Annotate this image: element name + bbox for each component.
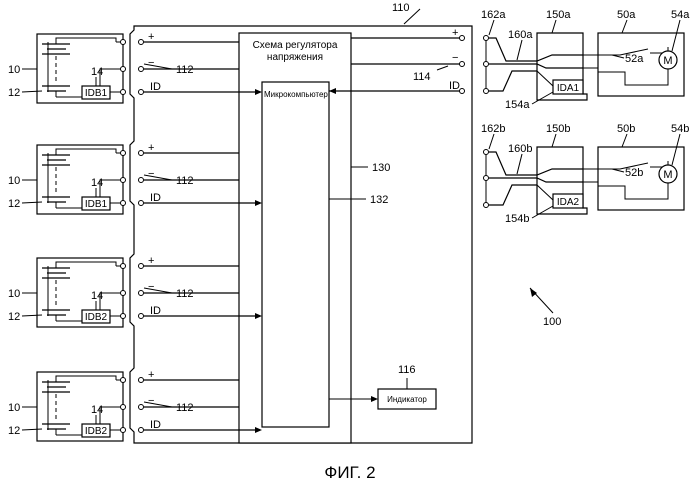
- adapter-chip-ref: 154a: [505, 99, 530, 111]
- charge-port-ref: 112: [176, 64, 194, 76]
- output-id-label: ID: [449, 80, 460, 92]
- adapter-term-ref: 162a: [481, 9, 506, 21]
- tool-ref: 50b: [617, 123, 635, 135]
- battery-chip-ref: 14: [91, 66, 103, 78]
- battery-id-chip-label: IDB2: [85, 426, 108, 437]
- charge-id-label: ID: [150, 192, 161, 204]
- regulator-ref: 130: [372, 162, 390, 174]
- battery-cell-ref: 12: [8, 198, 20, 210]
- microcomputer-box: [262, 82, 329, 427]
- switch-ref: 52a: [625, 53, 644, 65]
- adapter-wire-ref: 160b: [508, 143, 532, 155]
- microcomputer-label: Микрокомпьютер: [264, 90, 328, 99]
- regulator-title-line2: напряжения: [267, 52, 323, 63]
- charge-minus-label: −: [148, 281, 154, 293]
- charge-id-label: ID: [150, 305, 161, 317]
- charge-minus-label: −: [148, 168, 154, 180]
- tool-assembly: IDA2 M 162b 150b 160b 154b 50b 54b 52b: [481, 123, 689, 225]
- motor-ref: 54a: [671, 9, 690, 21]
- battery-cell-ref: 12: [8, 425, 20, 437]
- conn-ref: 114: [413, 71, 431, 83]
- battery-id-chip-label: IDB2: [85, 312, 108, 323]
- adapter-term-ref: 162b: [481, 123, 505, 135]
- indicator-ref: 116: [398, 364, 416, 376]
- adapter-id-chip-label: IDA2: [557, 197, 580, 208]
- charge-plus-label: +: [148, 255, 154, 267]
- battery-id-chip-label: IDB1: [85, 88, 108, 99]
- motor-ref: 54b: [671, 123, 689, 135]
- adapter-id-chip-label: IDA1: [557, 83, 580, 94]
- charge-id-label: ID: [150, 81, 161, 93]
- motor-label: M: [663, 55, 672, 67]
- charge-port-ref: 112: [176, 288, 194, 300]
- charge-port-ref: 112: [176, 402, 194, 414]
- system-ref: 100: [543, 316, 561, 328]
- battery-chip-ref: 14: [91, 177, 103, 189]
- motor-label: M: [663, 169, 672, 181]
- tool-ref: 50a: [617, 9, 636, 21]
- battery-pack-ref: 10: [8, 402, 20, 414]
- battery-slot: IDB1 + − ID 10 12 14 112: [8, 31, 262, 103]
- charge-plus-label: +: [148, 369, 154, 381]
- battery-chip-ref: 14: [91, 290, 103, 302]
- output-plus: +: [452, 27, 458, 39]
- figure-caption: ФИГ. 2: [324, 463, 375, 482]
- adapter-ref: 150b: [546, 123, 570, 135]
- switch-ref: 52b: [625, 167, 643, 179]
- adapter-wire-ref: 160a: [508, 29, 533, 41]
- adapter-ref: 150a: [546, 9, 571, 21]
- battery-slot: IDB2 + − ID 10 12 14 112: [8, 255, 262, 327]
- battery-pack-ref: 10: [8, 175, 20, 187]
- regulator-title-line1: Схема регулятора: [253, 40, 338, 51]
- battery-slot: IDB2 + − ID 10 12 14 112: [8, 369, 262, 441]
- charge-port-ref: 112: [176, 175, 194, 187]
- tool-assembly: IDA1 M 162a 150a 160a 154a 50a 54a 52a: [481, 9, 690, 111]
- battery-cell-ref: 12: [8, 311, 20, 323]
- charge-minus-label: −: [148, 395, 154, 407]
- adapter-chip-ref: 154b: [505, 213, 529, 225]
- battery-id-chip-label: IDB1: [85, 199, 108, 210]
- charge-plus-label: +: [148, 142, 154, 154]
- charge-id-label: ID: [150, 419, 161, 431]
- battery-slot: IDB1 + − ID 10 12 14 112: [8, 142, 262, 214]
- charge-minus-label: −: [148, 57, 154, 69]
- charger-ref: 110: [392, 2, 410, 14]
- battery-pack-ref: 10: [8, 64, 20, 76]
- charge-plus-label: +: [148, 31, 154, 43]
- output-minus: −: [452, 52, 458, 64]
- mc-ref: 132: [370, 194, 388, 206]
- battery-cell-ref: 12: [8, 87, 20, 99]
- indicator-label: Индикатор: [387, 395, 427, 404]
- battery-chip-ref: 14: [91, 404, 103, 416]
- battery-pack-ref: 10: [8, 288, 20, 300]
